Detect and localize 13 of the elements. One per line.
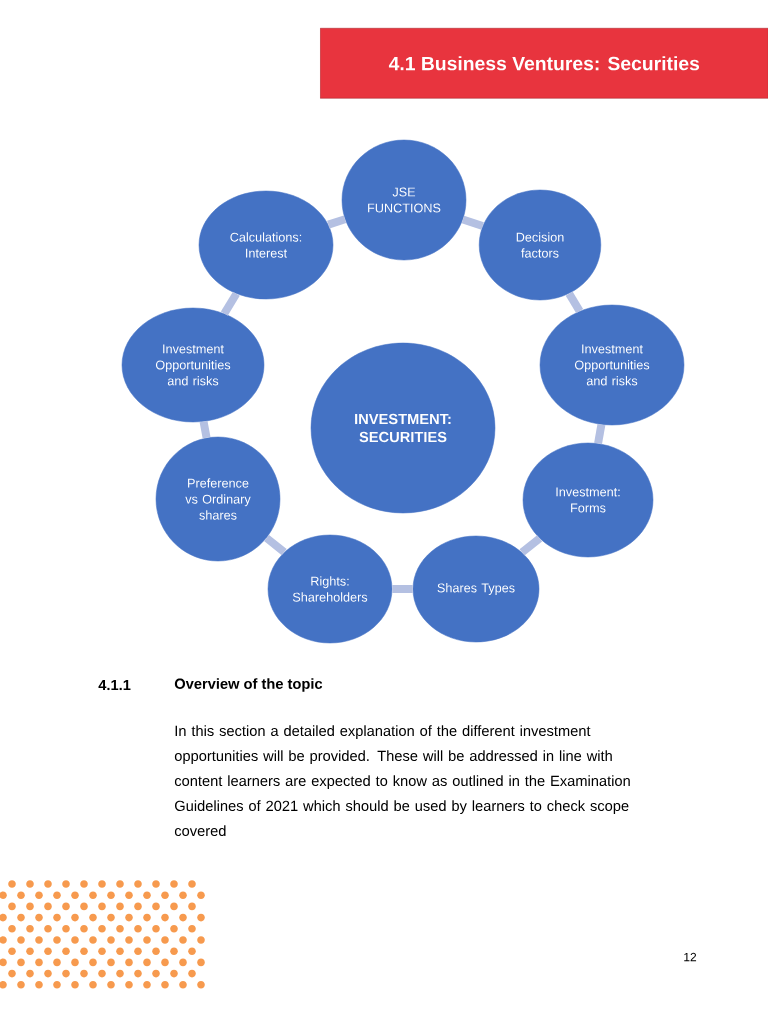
paragraph: In this section a detailed explanation of the different investment opportunities will be provided. These will be addressed in line with content learners are expected to know as outlined in the Examination Guidelines of 2021 which should be used by learners to check scope covered <box>174 725 630 837</box>
page-number: 12 <box>684 952 697 962</box>
ring-connector <box>327 215 347 229</box>
ring-connector <box>220 291 240 316</box>
ring-connector <box>565 291 584 314</box>
ring-connector <box>594 423 606 445</box>
section-heading: Overview of the topic <box>174 678 323 692</box>
ring-connector <box>519 535 543 556</box>
title-banner: 4.1 Business Ventures: Securities <box>320 28 768 99</box>
section-number: 4.1.1 <box>98 679 131 691</box>
ring-connector <box>199 420 211 439</box>
ring-connector <box>461 215 484 230</box>
ring-connector <box>264 534 287 556</box>
